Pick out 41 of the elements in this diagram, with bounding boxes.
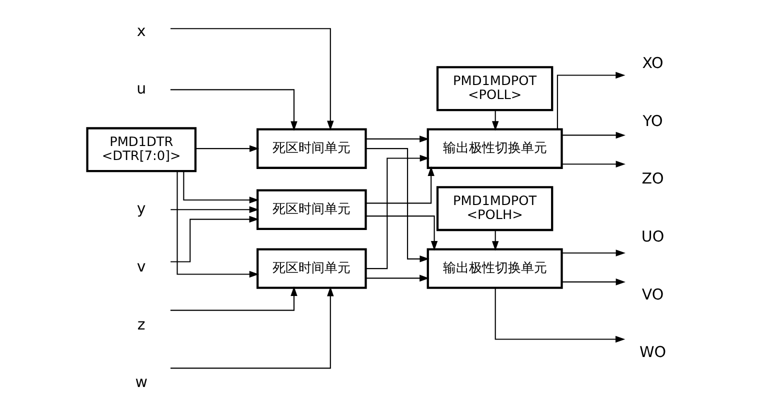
node-text: w [134,373,148,392]
arrow [561,132,625,139]
arrow [170,286,297,311]
arrow [170,206,258,214]
arrow [491,110,498,131]
node-text: v [136,257,146,276]
node-box: PMD1DTR <DTR[7:0]> [86,127,196,172]
arrow [170,286,334,369]
arrow [170,89,297,131]
arrow [365,216,438,251]
node-box: 输出极性切换单元 [426,248,562,289]
node-text: VO [641,285,664,304]
node-box: 输出极性切换单元 [426,128,562,169]
node-text: z [136,315,145,334]
arrow [561,160,625,168]
arrow [170,216,258,262]
arrow [170,28,334,130]
node-box: PMD1MDPOT <POLL> [436,66,553,112]
arrow [494,288,625,343]
arrow [365,166,434,204]
node-text: y [136,200,146,218]
node-text: x [136,22,146,40]
node-text: ZO [641,170,664,188]
node-text: UO [640,227,664,246]
arrow [366,136,429,142]
arrow [366,274,429,282]
arrow [556,72,625,129]
arrow [491,230,498,251]
node-box: 死区时间单元 [256,248,366,289]
arrow [561,250,625,256]
arrow [561,278,625,286]
node-box: PMD1MDPOT <POLH> [436,186,553,232]
node-text: YO [642,112,662,130]
node-box: 死区时间单元 [256,128,366,169]
node-box: 死区时间单元 [256,189,366,230]
node-text: u [136,80,146,98]
arrow [182,171,259,204]
node-text: XO [642,54,663,72]
arrow [176,171,259,278]
arrow [195,145,259,152]
node-text: WO [638,343,666,362]
